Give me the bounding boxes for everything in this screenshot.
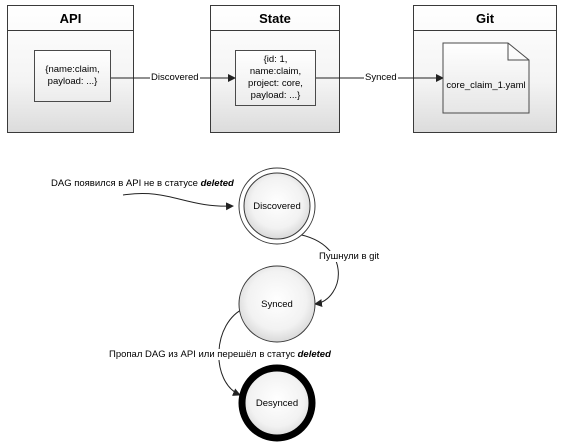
pushed-transition-label: Пушнули в git — [318, 251, 381, 262]
git-lane-title: Git — [414, 6, 556, 31]
edge-label-synced: Synced — [364, 72, 398, 83]
initial-transition-label: DAG появился в API не в статусе deleted — [50, 178, 235, 189]
edge-label-discovered: Discovered — [150, 72, 200, 83]
state-synced — [238, 265, 316, 343]
edge-initial — [122, 193, 234, 211]
state-discovered — [238, 167, 316, 245]
state-desynced-label: Desynced — [256, 398, 298, 409]
state-synced-label: Synced — [261, 299, 293, 310]
edge-discovered-to-synced — [289, 232, 339, 308]
git-file-name-overlay: core_claim_1.yaml — [446, 80, 526, 91]
desync-transition-label: Пропал DAG из API или перешёл в статус d… — [108, 349, 332, 360]
state-record: {id: 1, name:claim, project: core, paylo… — [235, 50, 316, 106]
api-record: {name:claim, payload: ...} — [34, 50, 111, 102]
state-discovered-label: Discovered — [253, 201, 301, 212]
state-lane-title: State — [211, 6, 339, 31]
api-lane-title: API — [8, 6, 133, 31]
state-desynced — [238, 364, 316, 442]
git-lane: Git — [413, 5, 557, 133]
